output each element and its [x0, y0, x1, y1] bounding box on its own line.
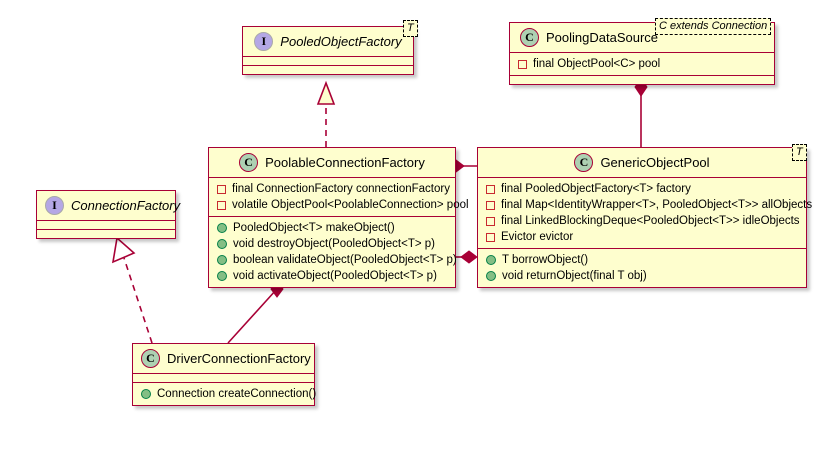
- field-label: volatile ObjectPool<PoolableConnection> …: [232, 199, 469, 211]
- public-visibility-icon: [486, 271, 496, 281]
- private-visibility-icon: [217, 184, 226, 194]
- relation-composition-poolableconnectionfactory-driverconnectionfactory: [227, 280, 284, 344]
- filled-diamond: [460, 250, 478, 264]
- class-stereotype-icon: C: [141, 349, 160, 368]
- field-label: final ObjectPool<C> pool: [533, 58, 661, 70]
- class-box-pooling-data-source[interactable]: C PoolingDataSource final ObjectPool<C> …: [509, 22, 775, 85]
- private-visibility-icon: [486, 200, 495, 210]
- interface-stereotype-icon: I: [45, 196, 64, 215]
- type-parameter-badge-pooled-object-factory: T: [403, 20, 418, 37]
- methods-section: [37, 229, 175, 238]
- class-title: PoolableConnectionFactory: [265, 155, 425, 170]
- method-label: boolean validateObject(PooledObject<T> p…: [233, 254, 457, 266]
- method-row: void destroyObject(PooledObject<T> p): [215, 236, 449, 252]
- class-title: ConnectionFactory: [71, 198, 181, 213]
- relation-composition-poolingdatasource-genericobjectpool: [634, 77, 648, 147]
- private-visibility-icon: [486, 184, 495, 194]
- field-row: final PooledObjectFactory<T> factory: [484, 181, 800, 197]
- hollow-arrowhead: [111, 236, 136, 264]
- field-row: final ObjectPool<C> pool: [516, 56, 768, 72]
- class-stereotype-icon: C: [239, 153, 259, 172]
- class-header: C GenericObjectPool: [478, 148, 806, 177]
- field-row: volatile ObjectPool<PoolableConnection> …: [215, 197, 469, 213]
- realization-line: [123, 257, 153, 344]
- class-box-driver-connection-factory[interactable]: C DriverConnectionFactory Connection cre…: [132, 343, 316, 406]
- fields-section: final ObjectPool<C> pool: [510, 52, 774, 75]
- field-row: final LinkedBlockingDeque<PooledObject<T…: [484, 213, 800, 229]
- fields-section: [243, 56, 413, 65]
- fields-section: [37, 220, 175, 229]
- private-visibility-icon: [217, 200, 226, 210]
- public-visibility-icon: [141, 389, 151, 399]
- field-label: Evictor evictor: [501, 231, 574, 243]
- private-visibility-icon: [486, 232, 495, 242]
- class-header: C DriverConnectionFactory: [133, 344, 314, 373]
- private-visibility-icon: [518, 59, 527, 69]
- class-header: I PooledObjectFactory: [243, 27, 413, 56]
- class-title: DriverConnectionFactory: [167, 351, 311, 366]
- composition-line: [227, 289, 277, 344]
- method-row: Connection createConnection(): [139, 386, 316, 402]
- method-row: PooledObject<T> makeObject(): [215, 220, 449, 236]
- hollow-triangle-arrowhead: [316, 80, 336, 105]
- method-row: T borrowObject(): [484, 252, 800, 268]
- relation-realization-poolableconnectionfactory-pooledobjectfactory: [316, 80, 336, 147]
- field-label: final ConnectionFactory connectionFactor…: [232, 183, 450, 195]
- relation-realization-driverconnectionfactory-connectionfactory: [111, 236, 153, 344]
- method-row: void activateObject(PooledObject<T> p): [215, 268, 449, 284]
- class-header: C PoolingDataSource: [510, 23, 774, 52]
- fields-section: [133, 373, 314, 382]
- class-title: PoolingDataSource: [546, 30, 659, 45]
- field-row: final Map<IdentityWrapper<T>, PooledObje…: [484, 197, 812, 213]
- method-label: Connection createConnection(): [157, 388, 317, 400]
- methods-section: [243, 65, 413, 74]
- public-visibility-icon: [486, 255, 496, 265]
- relation-composition-poolableconnectionfactory-genericobjectpool: [456, 250, 478, 264]
- class-box-connection-factory[interactable]: I ConnectionFactory: [36, 190, 180, 239]
- private-visibility-icon: [486, 216, 495, 226]
- method-label: void activateObject(PooledObject<T> p): [233, 270, 437, 282]
- class-title: PooledObjectFactory: [280, 34, 402, 49]
- public-visibility-icon: [217, 255, 227, 265]
- fields-section: final PooledObjectFactory<T> factory fin…: [478, 177, 812, 248]
- class-stereotype-icon: C: [520, 28, 539, 47]
- field-label: final Map<IdentityWrapper<T>, PooledObje…: [501, 199, 813, 211]
- public-visibility-icon: [217, 271, 227, 281]
- method-label: void destroyObject(PooledObject<T> p): [233, 238, 435, 250]
- fields-section: final ConnectionFactory connectionFactor…: [209, 177, 469, 216]
- method-row: boolean validateObject(PooledObject<T> p…: [215, 252, 457, 268]
- methods-section: Connection createConnection(): [133, 382, 316, 405]
- class-box-poolable-connection-factory[interactable]: C PoolableConnectionFactory final Connec…: [208, 147, 469, 288]
- methods-section: PooledObject<T> makeObject() void destro…: [209, 216, 457, 287]
- type-parameter-badge-pooling-data-source: C extends Connection: [655, 18, 772, 35]
- class-box-generic-object-pool[interactable]: C GenericObjectPool final PooledObjectFa…: [477, 147, 812, 288]
- public-visibility-icon: [217, 239, 227, 249]
- method-label: T borrowObject(): [502, 254, 589, 266]
- class-box-pooled-object-factory[interactable]: I PooledObjectFactory: [242, 26, 414, 75]
- class-header: I ConnectionFactory: [37, 191, 180, 220]
- method-row: void returnObject(final T obj): [484, 268, 800, 284]
- methods-section: [510, 75, 774, 84]
- field-row: Evictor evictor: [484, 229, 800, 245]
- interface-stereotype-icon: I: [254, 32, 274, 51]
- class-header: C PoolableConnectionFactory: [209, 148, 455, 177]
- method-label: PooledObject<T> makeObject(): [233, 222, 395, 234]
- field-label: final PooledObjectFactory<T> factory: [501, 183, 691, 195]
- field-label: final LinkedBlockingDeque<PooledObject<T…: [501, 215, 800, 227]
- type-parameter-badge-generic-object-pool: T: [792, 144, 807, 161]
- class-stereotype-icon: C: [574, 153, 594, 172]
- methods-section: T borrowObject() void returnObject(final…: [478, 248, 806, 287]
- public-visibility-icon: [217, 223, 227, 233]
- method-label: void returnObject(final T obj): [502, 270, 647, 282]
- field-row: final ConnectionFactory connectionFactor…: [215, 181, 450, 197]
- class-title: GenericObjectPool: [600, 155, 710, 170]
